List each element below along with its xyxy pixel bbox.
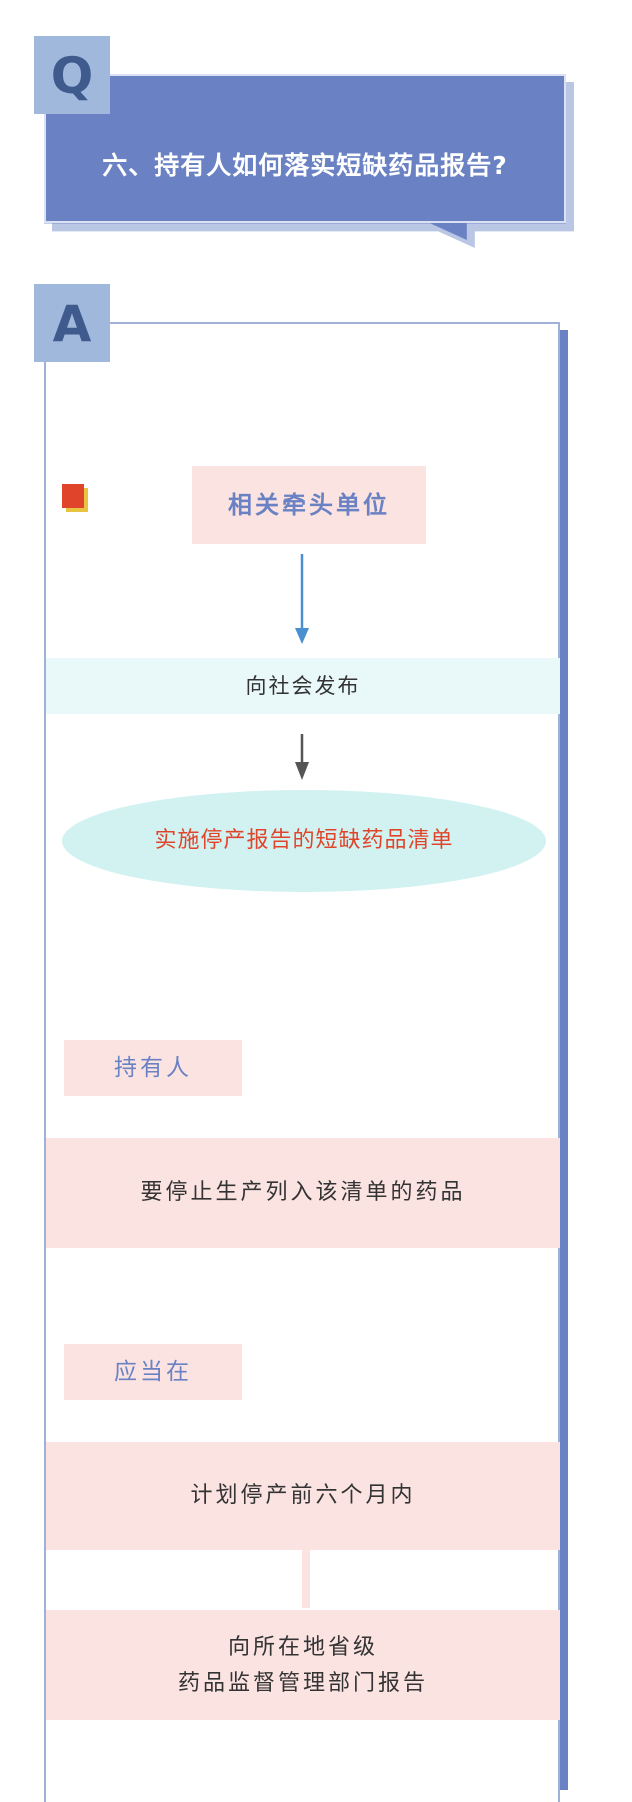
connector-line (302, 1548, 310, 1608)
report-target-band: 向所在地省级 药品监督管理部门报告 (46, 1610, 560, 1720)
timing-label: 应当在 (64, 1344, 242, 1400)
red-square-bullet-icon (62, 484, 88, 512)
holder-label: 持有人 (64, 1040, 242, 1096)
answer-badge: A (34, 284, 110, 362)
arrow-down-icon (295, 734, 309, 780)
shortage-list-ellipse: 实施停产报告的短缺药品清单 (62, 790, 546, 892)
question-badge: Q (34, 36, 110, 114)
timing-band: 计划停产前六个月内 (46, 1442, 560, 1550)
question-box (44, 74, 566, 240)
question-title: 六、持有人如何落实短缺药品报告? (102, 151, 508, 180)
holder-requirement-band: 要停止生产列入该清单的药品 (46, 1138, 560, 1248)
publish-band: 向社会发布 (46, 658, 560, 714)
answer-panel-right-bar (560, 330, 568, 1790)
report-target-line1: 向所在地省级 (227, 1635, 378, 1660)
arrow-down-icon (295, 554, 309, 644)
report-target-line2: 药品监督管理部门报告 (177, 1671, 428, 1696)
lead-unit-box: 相关牵头单位 (192, 466, 426, 544)
answer-panel (44, 322, 560, 1802)
